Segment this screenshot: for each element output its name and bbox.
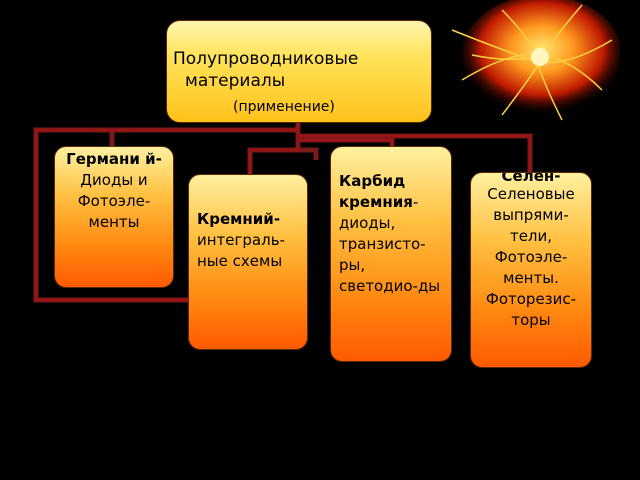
node-carbide-title: Карбид кремния <box>339 172 413 211</box>
node-selenium-text: Селеновые выпрями-тели, Фотоэле-менты. Ф… <box>485 185 577 329</box>
node-carbide: Карбид кремния-диоды, транзисто-ры, свет… <box>330 146 452 362</box>
node-germanium-text: Диоды и Фотоэле-менты <box>77 171 151 231</box>
node-germanium-title: Германи й- <box>66 150 162 168</box>
root-node: Полупроводниковые материалы (применение) <box>166 20 432 123</box>
fire-ornament-image <box>451 0 620 121</box>
node-germanium: Германи й- Диоды и Фотоэле-менты <box>54 146 174 288</box>
node-silicon-text: интеграль-ные схемы <box>197 231 285 270</box>
root-subtitle: (применение) <box>233 99 335 115</box>
root-title-line1: Полупроводниковые <box>173 49 359 69</box>
node-silicon: Кремний- интеграль-ные схемы <box>188 174 308 350</box>
node-selenium-title: Селен- <box>501 172 561 185</box>
root-title-line2: материалы <box>185 71 286 91</box>
connector-inner <box>298 147 319 160</box>
node-carbide-text: -диоды, транзисто-ры, светодио-ды <box>339 193 441 295</box>
node-selenium: Селен- Селеновые выпрями-тели, Фотоэле-м… <box>470 172 592 368</box>
node-silicon-title: Кремний- <box>197 210 281 228</box>
